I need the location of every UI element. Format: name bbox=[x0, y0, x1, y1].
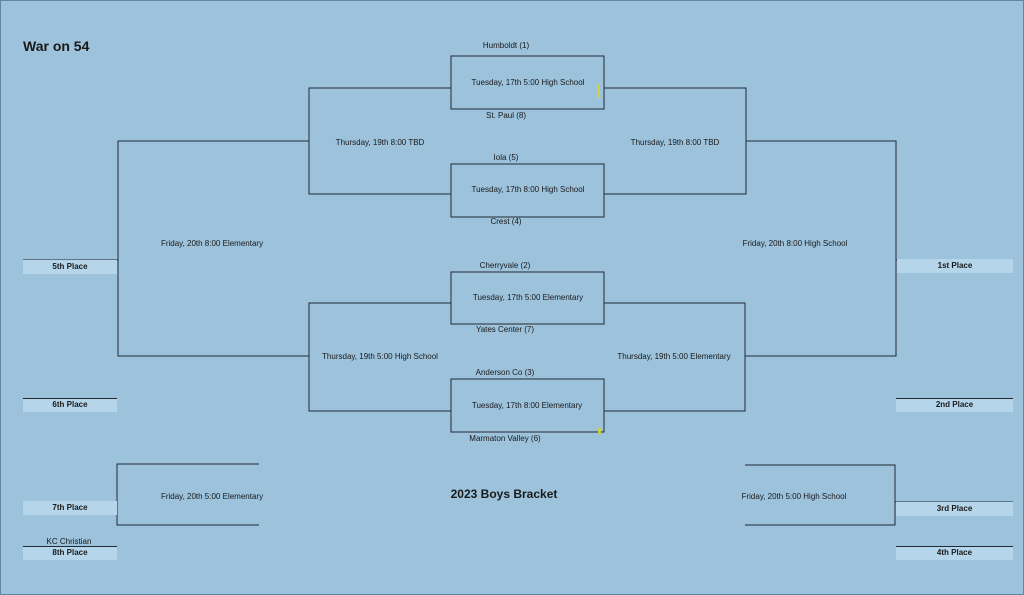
place-4th: 4th Place bbox=[896, 546, 1013, 560]
team-crest: Crest (4) bbox=[490, 217, 522, 226]
third-game-line bbox=[745, 464, 896, 526]
place-2nd: 2nd Place bbox=[896, 398, 1013, 412]
place-5th: 5th Place bbox=[23, 260, 117, 274]
game-label-4: Tuesday, 17th 8:00 Elementary bbox=[471, 401, 583, 410]
place-4th-rule bbox=[896, 546, 1013, 547]
fifth-game-label: Friday, 20th 8:00 Elementary bbox=[160, 239, 264, 248]
team-iola: Iola (5) bbox=[493, 153, 519, 162]
semi-bot-right-label: Thursday, 19th 5:00 Elementary bbox=[617, 352, 731, 361]
place-8th-label: 8th Place bbox=[52, 548, 88, 557]
place-1st: 1st Place bbox=[897, 259, 1013, 273]
seventh-game-label: Friday, 20th 5:00 Elementary bbox=[160, 492, 264, 501]
page-title: War on 54 bbox=[23, 38, 90, 54]
game-box-1 bbox=[450, 55, 605, 110]
team-humboldt: Humboldt (1) bbox=[482, 41, 530, 50]
place-6th: 6th Place bbox=[23, 398, 117, 412]
team-anderson-co: Anderson Co (3) bbox=[475, 368, 535, 377]
game-box-2 bbox=[450, 163, 605, 218]
place-6th-rule bbox=[23, 398, 117, 399]
place-3rd-label: 3rd Place bbox=[936, 504, 973, 513]
bracket-title: 2023 Boys Bracket bbox=[450, 487, 558, 501]
place-7th-label: 7th Place bbox=[52, 503, 88, 512]
place-2nd-rule bbox=[896, 398, 1013, 399]
game-box-3 bbox=[450, 271, 605, 325]
first-game-line bbox=[745, 140, 897, 357]
highlight-mark-small bbox=[598, 428, 601, 434]
place-7th: 7th Place bbox=[23, 501, 117, 515]
place-4th-label: 4th Place bbox=[936, 548, 973, 557]
fifth-game-line bbox=[117, 140, 309, 357]
semi-top-left-label: Thursday, 19th 8:00 TBD bbox=[335, 138, 425, 147]
place-5th-label: 5th Place bbox=[52, 262, 88, 271]
game-label-1: Tuesday, 17th 5:00 High School bbox=[471, 78, 585, 87]
team-marmaton-valley: Marmaton Valley (6) bbox=[469, 434, 541, 443]
place-3rd: 3rd Place bbox=[896, 502, 1013, 516]
place-6th-label: 6th Place bbox=[52, 400, 88, 409]
first-game-label: Friday, 20th 8:00 High School bbox=[742, 239, 848, 248]
game-box-4 bbox=[450, 378, 605, 433]
seventh-game-line bbox=[116, 463, 259, 526]
game-label-3: Tuesday, 17th 5:00 Elementary bbox=[472, 293, 584, 302]
place-2nd-label: 2nd Place bbox=[935, 400, 974, 409]
team-st-paul: St. Paul (8) bbox=[485, 111, 527, 120]
place-8th: 8th Place bbox=[23, 546, 117, 560]
place-1st-label: 1st Place bbox=[937, 261, 973, 270]
semi-top-right-label: Thursday, 19th 8:00 TBD bbox=[630, 138, 720, 147]
semi-bot-left-label: Thursday, 19th 5:00 High School bbox=[322, 352, 438, 361]
team-yates-center: Yates Center (7) bbox=[475, 325, 535, 334]
team-cherryvale: Cherryvale (2) bbox=[479, 261, 531, 270]
place-8th-rule bbox=[23, 546, 117, 547]
team-kc-christian: KC Christian bbox=[46, 537, 92, 546]
third-game-label: Friday, 20th 5:00 High School bbox=[741, 492, 847, 501]
game-label-2: Tuesday, 17th 8:00 High School bbox=[471, 185, 585, 194]
semi-bot-right-line bbox=[604, 302, 746, 412]
highlight-mark bbox=[597, 84, 600, 98]
semi-bot-left-line bbox=[308, 302, 451, 412]
